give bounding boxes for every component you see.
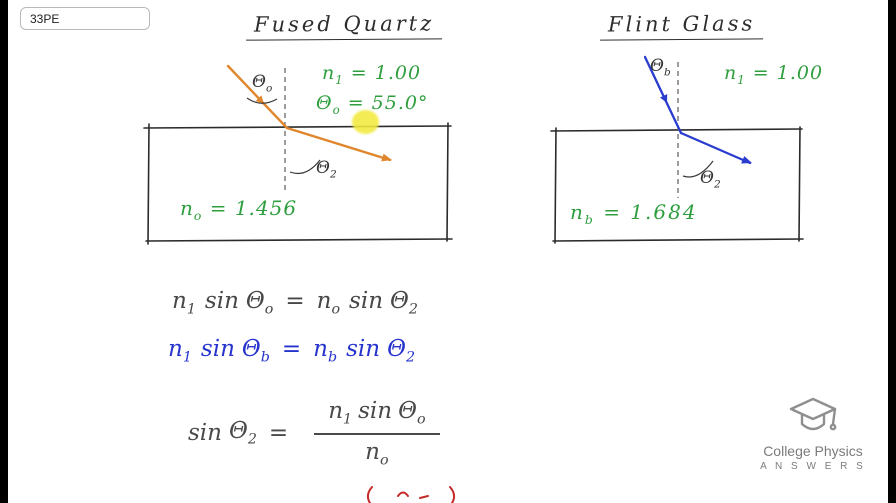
flint-refraction-angle-arc [682,160,714,178]
flint-block-outline [550,126,804,244]
quartz-refracted-arrowhead [381,153,392,162]
quartz-block-outline [143,122,453,245]
problem-badge: 33PE [20,7,150,30]
annotation-n1-flint: n1 = 1.00 [724,62,824,87]
flint-glass-diagram [550,55,804,244]
annotation-theta0-value: Θo = 55.0° [316,92,429,117]
flint-refracted-ray [679,131,752,165]
quartz-refraction-angle-arc [289,159,321,175]
annotation-n1-quartz: n1 = 1.00 [322,62,422,87]
quartz-refracted-ray [285,126,392,162]
quartz-incident-arrowhead [255,95,264,104]
right-letterbox-bar [888,0,896,503]
annotation-n-flint: nb = 1.684 [570,200,698,227]
graduation-cap-icon [789,397,837,431]
logo-subtitle: A N S W E R S [760,461,866,472]
label-theta-refracted-quartz: Θ2 [316,158,337,181]
label-theta-refracted-flint: Θ2 [700,168,721,191]
flint-incident-arrowhead [660,94,668,103]
label-theta-incident-quartz: Θo [252,72,273,95]
diagram-title-fused-quartz: Fused Quartz [245,11,443,41]
quartz-incident-angle-arc [246,97,278,104]
logo-name: College Physics [763,443,863,459]
label-theta-incident-flint: Θb [650,56,671,79]
flint-incident-ray [643,55,683,135]
annotation-n-quartz: no = 1.456 [180,196,298,223]
left-letterbox-bar [0,0,8,503]
flint-refracted-arrowhead [741,156,752,164]
pointer-highlight [352,110,379,134]
cutoff-red-writing [366,486,456,503]
fused-quartz-diagram [143,64,453,245]
diagram-title-flint-glass: Flint Glass [599,11,764,41]
quartz-incident-ray [226,64,289,130]
